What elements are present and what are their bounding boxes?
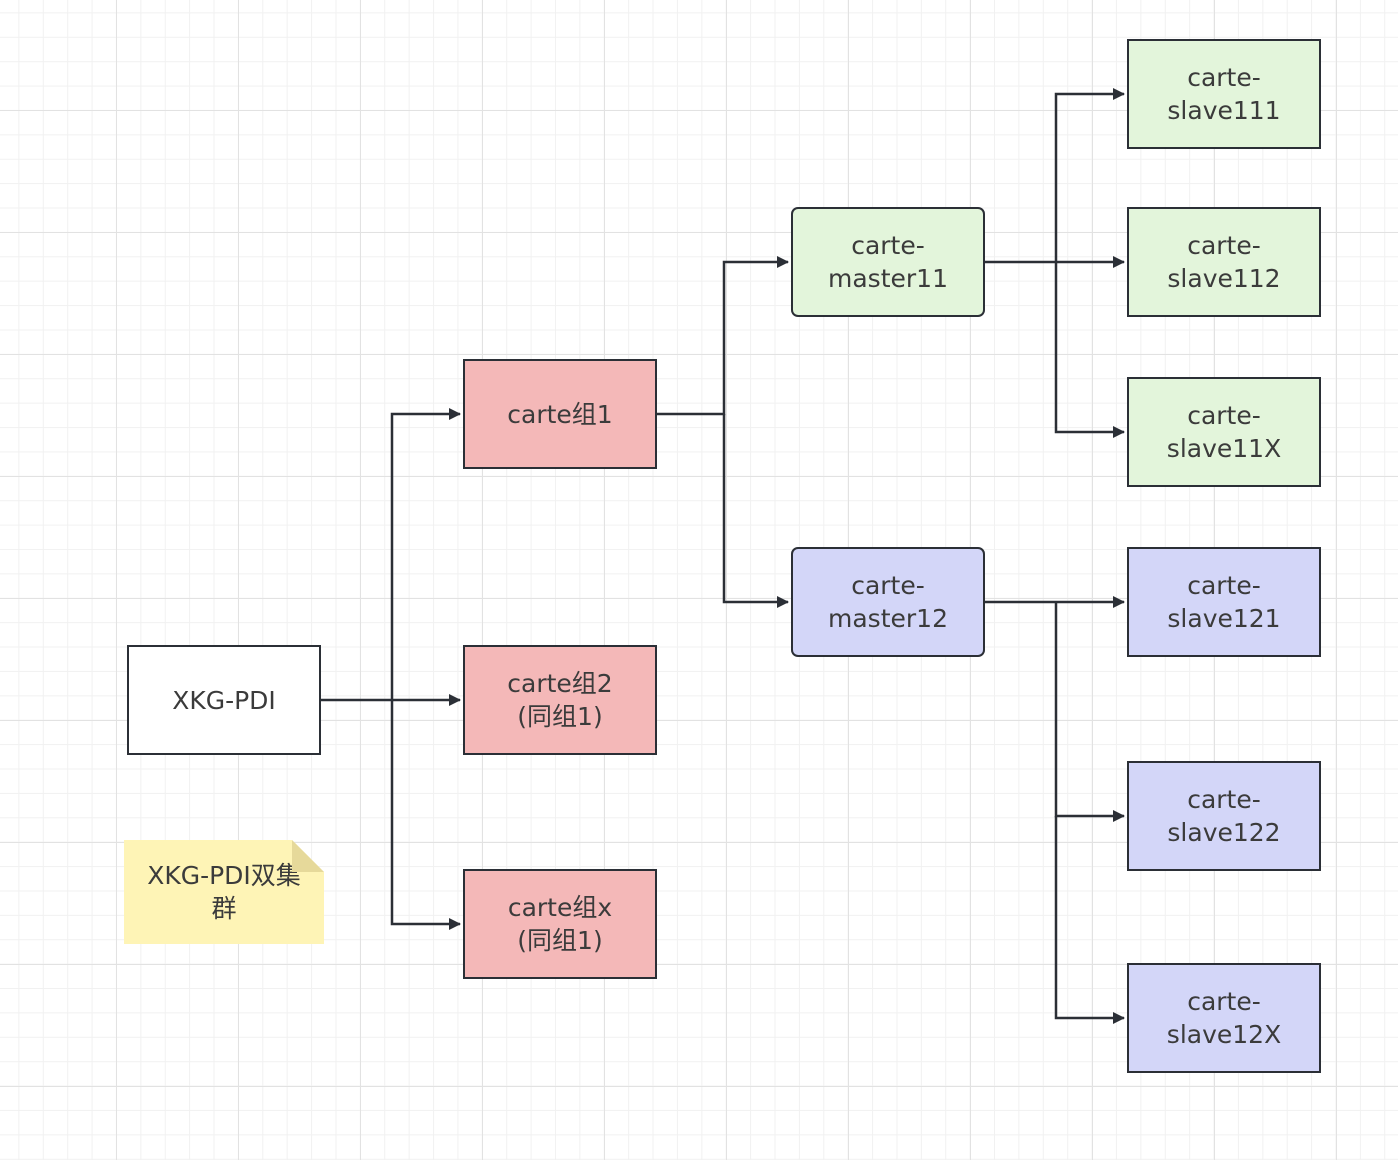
node-group-1[interactable]: carte组1: [463, 359, 657, 469]
node-root[interactable]: XKG-PDI: [127, 645, 321, 755]
edge-group1-master12: [722, 414, 789, 608]
edge-master11-slave11x: [1054, 262, 1125, 438]
edge-root-group1: [320, 408, 461, 702]
node-slave-112[interactable]: carte- slave112: [1127, 207, 1321, 317]
node-slave-11x[interactable]: carte- slave11X: [1127, 377, 1321, 487]
edge-root-groupx: [390, 700, 461, 930]
node-slave-111[interactable]: carte- slave111: [1127, 39, 1321, 149]
edge-group1-master11: [656, 256, 789, 416]
node-slave-122[interactable]: carte- slave122: [1127, 761, 1321, 871]
node-slave-12x[interactable]: carte- slave12X: [1127, 963, 1321, 1073]
node-slave-121[interactable]: carte- slave121: [1127, 547, 1321, 657]
node-group-2[interactable]: carte组2 (同组1): [463, 645, 657, 755]
edge-master12-slave12x: [1054, 816, 1125, 1024]
node-master-12[interactable]: carte- master12: [791, 547, 985, 657]
sticky-note[interactable]: XKG-PDI双集 群: [124, 840, 324, 944]
node-group-x[interactable]: carte组x (同组1): [463, 869, 657, 979]
edge-master12-slave122: [1054, 602, 1125, 822]
edge-master11-slave111: [984, 88, 1125, 264]
node-master-11[interactable]: carte- master11: [791, 207, 985, 317]
